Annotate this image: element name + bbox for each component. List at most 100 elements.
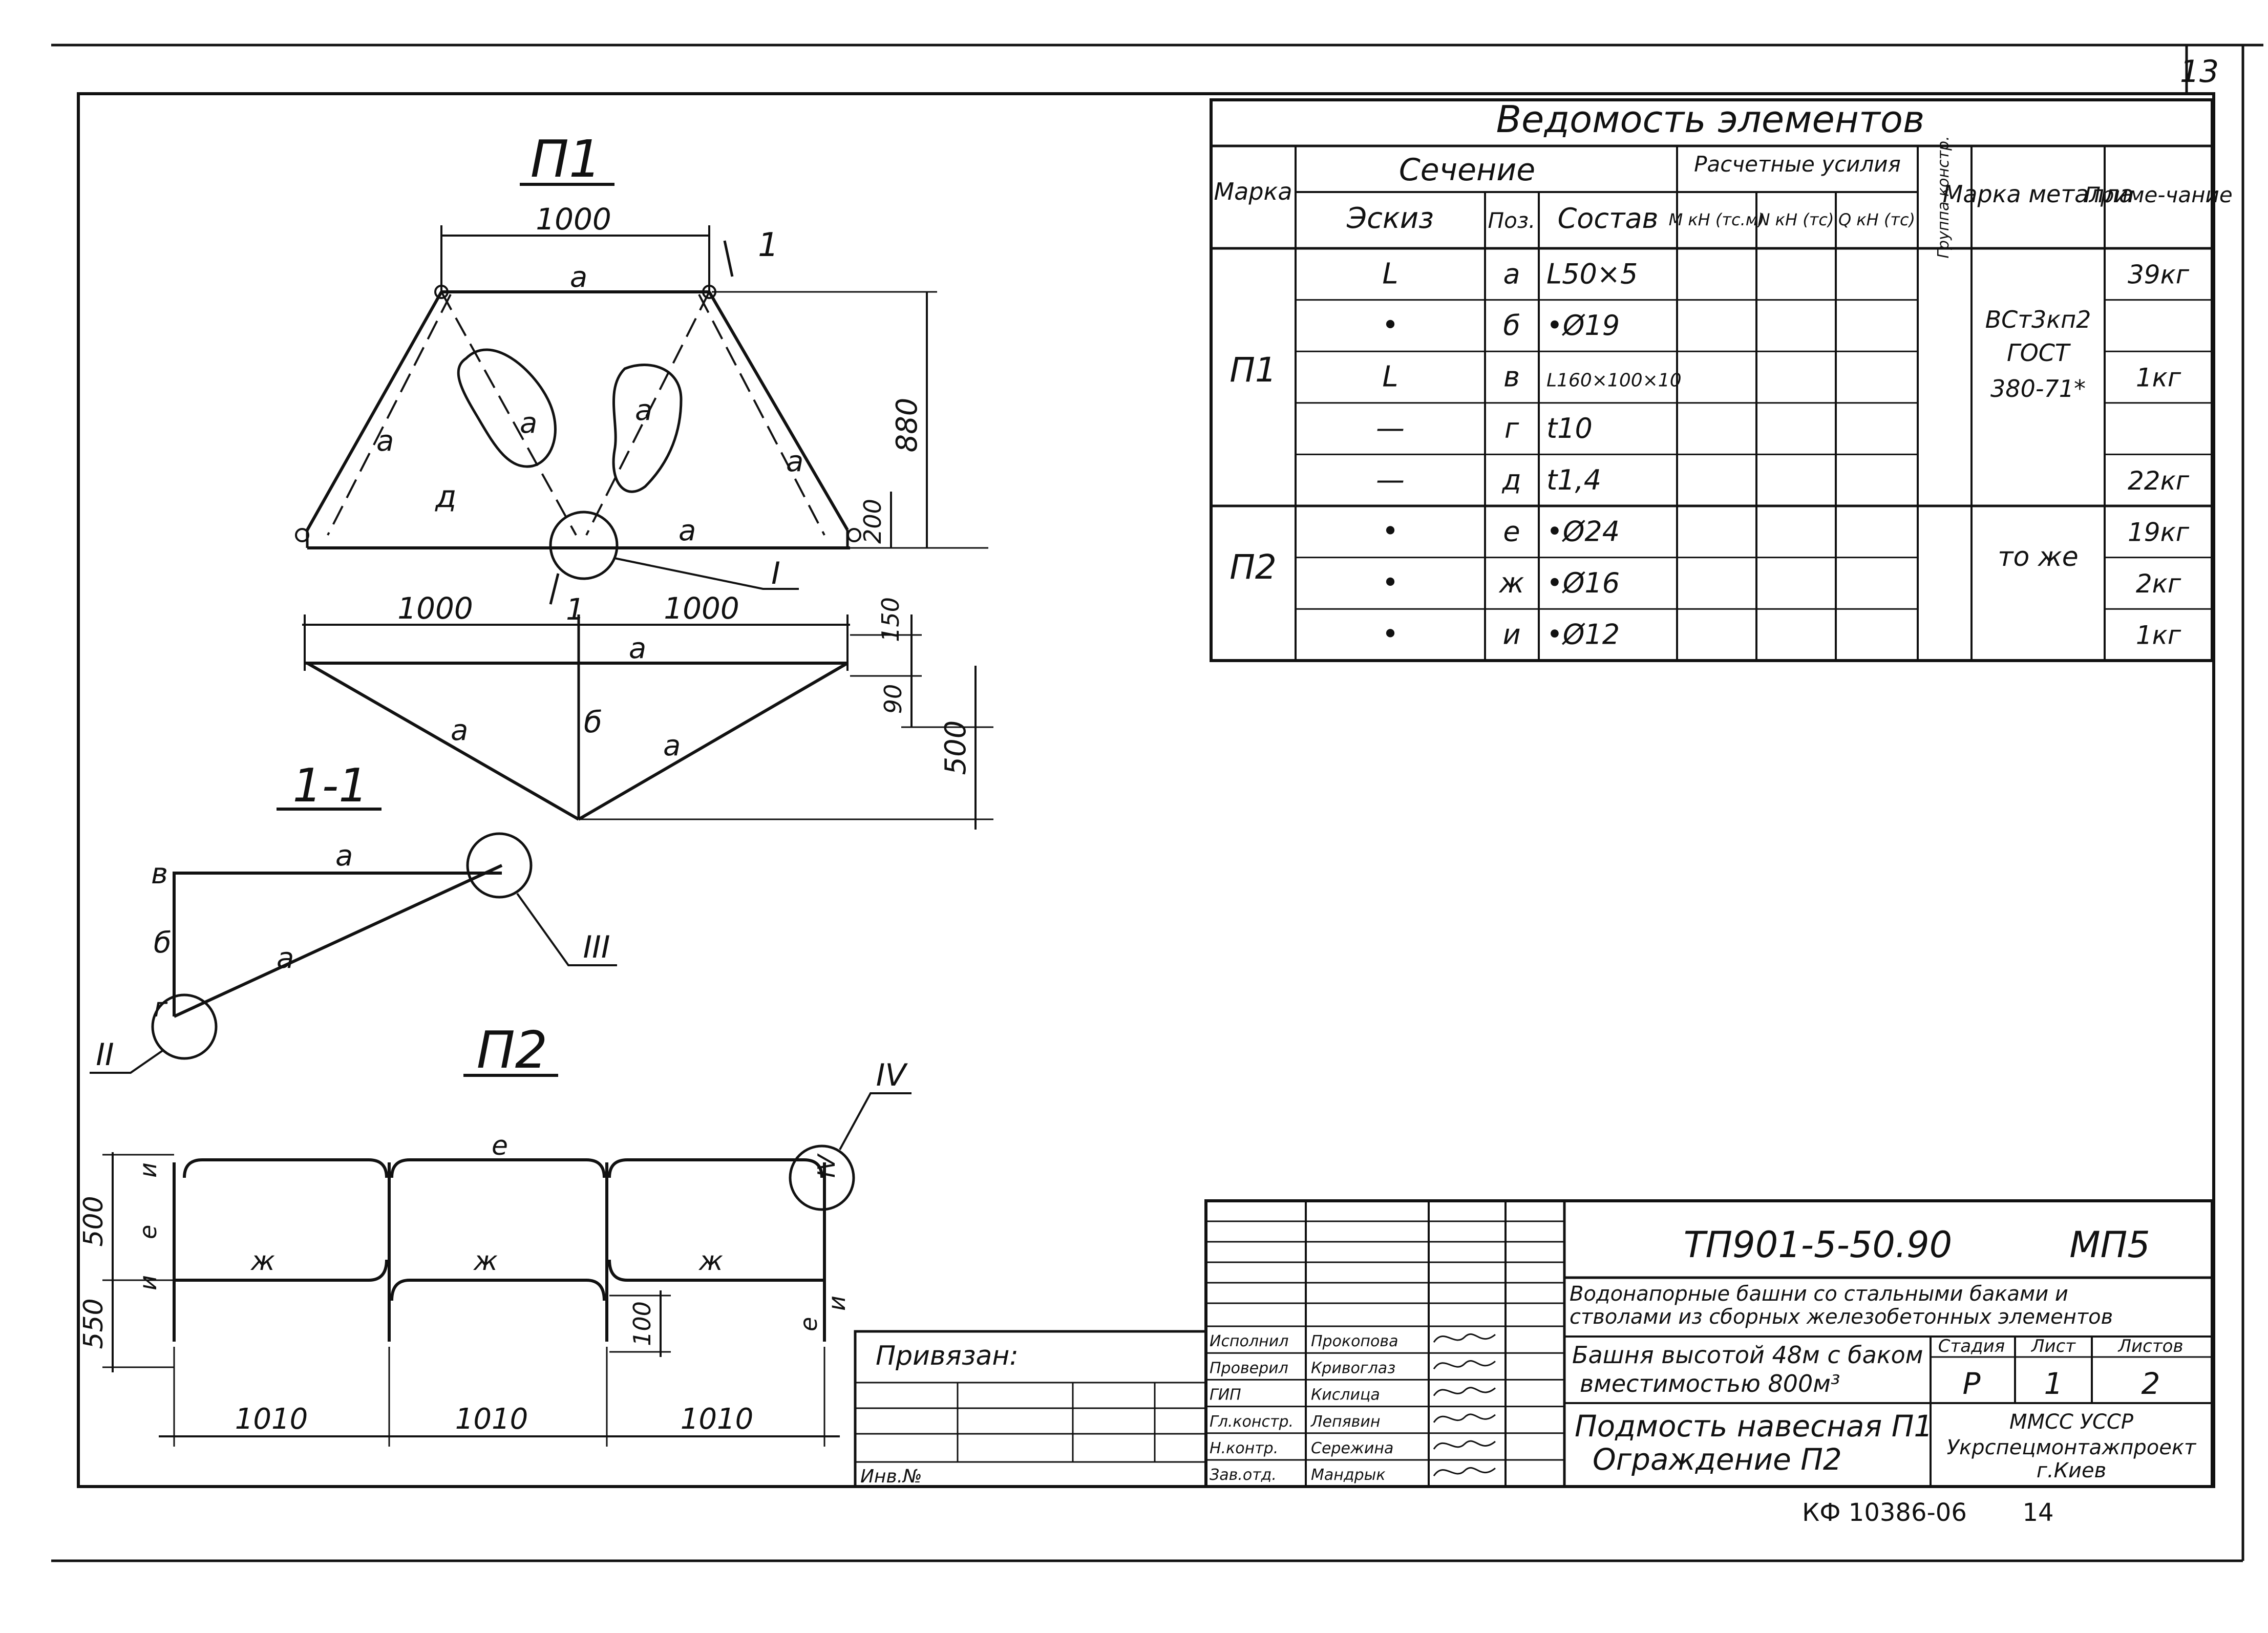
signature (1433, 1387, 1496, 1396)
header-section: Сечение (1399, 152, 1535, 188)
pos-g: г (154, 992, 168, 1023)
footer-code: КФ 10386-06 (1802, 1498, 1967, 1527)
stage-label: Стадия (1938, 1336, 2005, 1356)
header-group: Группа констр. (1935, 136, 1953, 258)
cell-pos: и (1502, 619, 1520, 651)
leader (614, 557, 799, 590)
section-diag (173, 864, 503, 1018)
footer-number: 14 (2022, 1498, 2053, 1527)
callout-circle-3 (466, 832, 533, 899)
element-schedule: Ведомость элементов Марка Сечение Эскиз … (1210, 98, 2233, 662)
dim-p1-height: 880 (891, 398, 924, 453)
cell-note: 22кг (2128, 466, 2190, 496)
sheet-label: Лист (2030, 1336, 2076, 1356)
mark-p1: П1 (1230, 350, 1277, 390)
cell-pos: ж (1498, 567, 1524, 599)
cell-pos: е (1503, 515, 1520, 547)
mesh-blob-right (612, 364, 683, 493)
dim-p2-w2: 1010 (455, 1403, 528, 1436)
pos-e: е (492, 1131, 508, 1161)
cell-composition: t1,4 (1546, 464, 1601, 496)
top-rail (608, 1158, 823, 1178)
dim-p1-leg: 200 (859, 499, 886, 544)
pos-a: а (335, 839, 353, 873)
pos-a: а (277, 942, 294, 975)
cell-sketch: L (1382, 360, 1398, 394)
section-title: 1-1 (293, 759, 368, 813)
node (847, 528, 861, 542)
node (295, 528, 309, 542)
drawing-line1: Подмость навесная П1 (1575, 1409, 1933, 1444)
pos-a: а (786, 445, 803, 478)
staff-role: Исполнил (1210, 1332, 1288, 1350)
section-mark (549, 573, 560, 605)
pos-b: б (154, 926, 172, 960)
cell-pos: г (1504, 412, 1519, 444)
cell-pos: а (1503, 258, 1520, 290)
right-dashed (698, 294, 825, 536)
cell-composition: L160×100×10 (1546, 370, 1682, 391)
org-line1: ММСС УССР (2009, 1410, 2134, 1434)
stage-value: Р (1963, 1366, 1981, 1401)
staff-role: Гл.констр. (1210, 1413, 1294, 1431)
dim-p2-w3: 1010 (681, 1403, 754, 1436)
staff-role: Зав.отд. (1210, 1466, 1277, 1484)
metal-p1-line2: ГОСТ (2007, 339, 2071, 367)
drawing-code: ТП901-5-50.90 (1684, 1224, 1952, 1266)
header-q: Q кН (тс) (1838, 210, 1915, 229)
view-p2: П2 е ж ж ж и е и и е IV IV 500 550 (78, 1020, 912, 1447)
plan-view: 1000 1000 а а а б 150 90 500 (302, 591, 993, 830)
pos-d: д (435, 479, 456, 515)
pos-i: и (823, 1296, 851, 1311)
header-composition: Состав (1558, 202, 1659, 235)
cell-note: 2кг (2136, 569, 2181, 599)
pos-a: а (570, 261, 587, 294)
page-number-box (2185, 45, 2214, 95)
dim-plan-90: 90 (879, 684, 907, 714)
dim-plan-500: 500 (939, 720, 972, 775)
callout-circle-1 (549, 511, 619, 580)
mesh-blob-left (457, 348, 557, 468)
cell-sketch: — (1376, 463, 1405, 497)
cell-sketch: • (1382, 309, 1398, 342)
cell-pos: д (1501, 464, 1521, 496)
staff-role: ГИП (1210, 1386, 1241, 1404)
leader (839, 1092, 912, 1150)
sheets-label: Листов (2117, 1336, 2183, 1356)
view-p1: П1 1000 а а а а а д а I (295, 129, 988, 627)
dim-p2-w1: 1010 (235, 1403, 308, 1436)
cell-composition: •Ø12 (1546, 619, 1620, 651)
cell-note: 1кг (2136, 363, 2181, 393)
pos-a: а (376, 425, 394, 458)
mid-rail (608, 1259, 824, 1282)
cell-note: 19кг (2128, 517, 2190, 547)
staff-name: Мандрык (1311, 1466, 1385, 1484)
diag-dashed (585, 291, 710, 536)
cell-note: 39кг (2128, 260, 2190, 289)
pos-a: а (635, 394, 652, 427)
pos-a: а (451, 714, 468, 747)
cell-pos: б (1503, 309, 1520, 342)
org-line3: г.Киев (2037, 1459, 2106, 1482)
header-metal: Марка металла (1943, 180, 2134, 208)
callout-3: III (583, 929, 610, 965)
pos-a: а (520, 407, 537, 440)
pos-a: а (629, 632, 646, 665)
cell-sketch: — (1376, 412, 1405, 445)
dim-p2-100: 100 (628, 1301, 656, 1346)
sheets-value: 2 (2142, 1366, 2160, 1401)
mid-rail (390, 1279, 606, 1301)
pos-e: е (134, 1225, 162, 1239)
project-line1: Водонапорные башни со стальными баками и (1570, 1282, 2068, 1306)
pos-v: в (151, 857, 168, 890)
cell-sketch: • (1382, 618, 1398, 651)
view-title-p2: П2 (477, 1020, 548, 1080)
cell-sketch: L (1382, 257, 1398, 290)
right-leg (708, 291, 849, 531)
leader (516, 893, 617, 966)
signature (1433, 1467, 1496, 1477)
sheet-mark: МП5 (2069, 1224, 2150, 1266)
schedule-title: Ведомость элементов (1496, 98, 1925, 141)
pos-zh: ж (698, 1246, 723, 1277)
staff-role: Проверил (1210, 1359, 1288, 1377)
